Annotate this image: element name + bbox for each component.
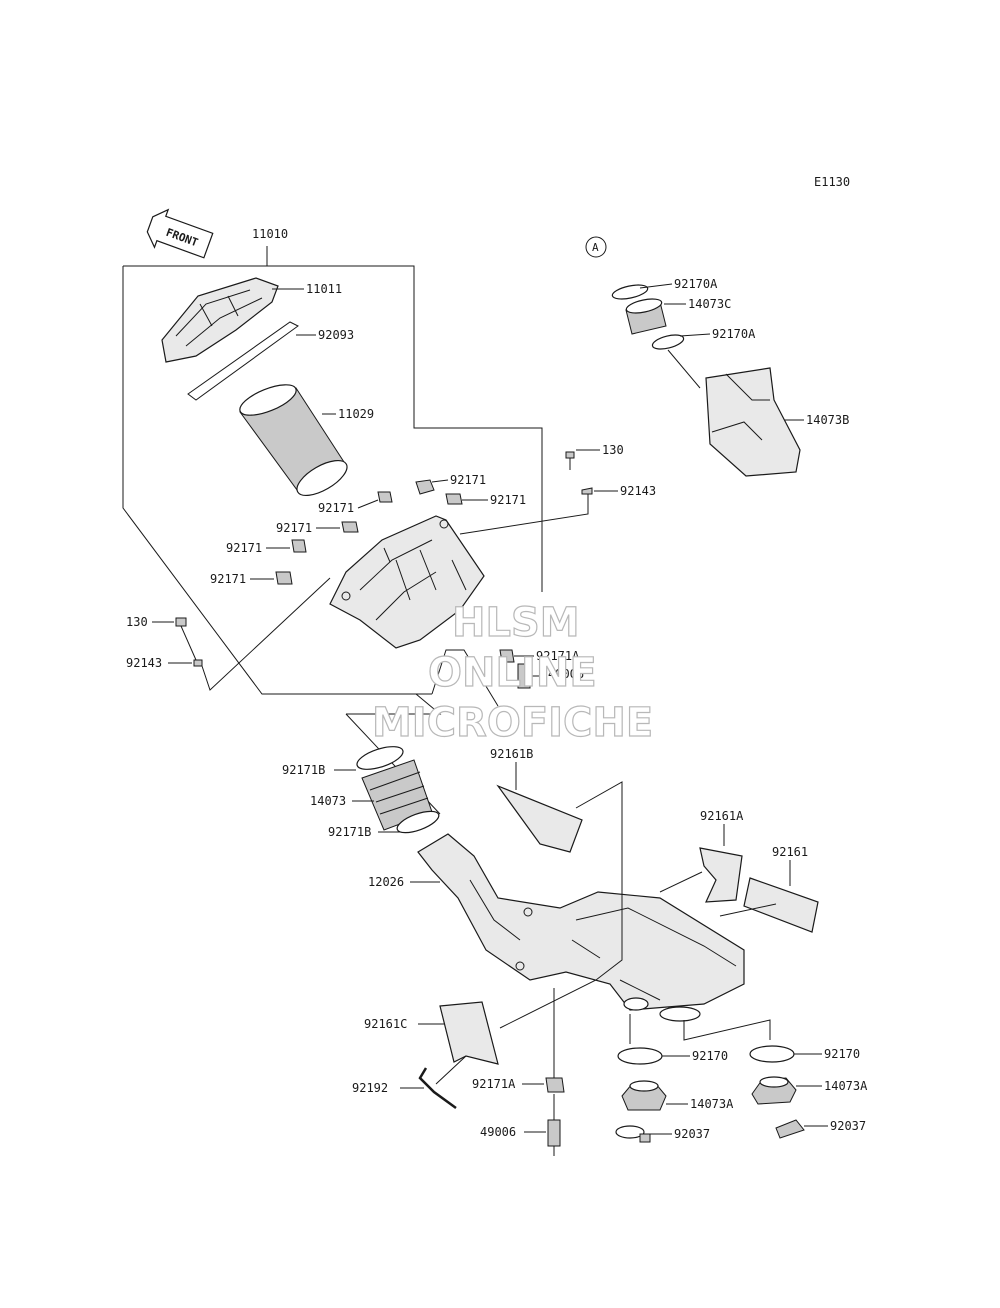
watermark-line-1: HLSM (452, 600, 580, 646)
part-label-92161b: 92161B (490, 747, 533, 761)
clip-parts-92171 (275, 479, 463, 585)
clamp-92170a-lower (651, 334, 685, 350)
part-label-14073b: 14073B (806, 413, 849, 427)
clamp-92171b-lower (396, 810, 440, 834)
part-label-92161c: 92161C (364, 1017, 407, 1031)
part-label-92171-e: 92171 (226, 541, 262, 555)
pad-92161 (743, 877, 819, 933)
part-label-14073c: 14073C (688, 297, 731, 311)
part-label-11011: 11011 (306, 282, 342, 296)
washer-92143-left (193, 659, 203, 667)
air-cleaner-housing-part (329, 515, 485, 649)
clip-92171a-top (499, 649, 515, 663)
watermark-line-2: ONLINE (428, 650, 597, 696)
part-label-12026: 12026 (368, 875, 404, 889)
part-label-49006-bottom: 49006 (480, 1125, 516, 1139)
part-label-92170-1: 92170 (692, 1049, 728, 1063)
part-label-130-right: 130 (602, 443, 624, 457)
washer-92143-right (581, 487, 593, 495)
part-label-92171a-bottom: 92171A (472, 1077, 516, 1091)
part-label-14073a-1: 14073A (690, 1097, 734, 1111)
watermark-line-3: MICROFICHE (372, 700, 653, 746)
clamp-92170-left (617, 1047, 663, 1065)
part-label-92170-2: 92170 (824, 1047, 860, 1061)
part-label-92171-b: 92171 (490, 493, 526, 507)
duct-14073c (625, 298, 667, 335)
pad-92161b (496, 784, 583, 853)
reference-marker-a-label: A (592, 241, 599, 254)
clamp-92171b-upper (356, 746, 404, 770)
part-label-92171-c: 92171 (318, 501, 354, 515)
part-label-14073: 14073 (310, 794, 346, 808)
part-label-92170a-2: 92170A (712, 327, 756, 341)
duct-14073b (705, 367, 801, 477)
clamp-92170-right (749, 1045, 795, 1063)
part-label-92161a: 92161A (700, 809, 744, 823)
part-label-92037-2: 92037 (830, 1119, 866, 1133)
pad-92161c (439, 1001, 499, 1065)
duct-14073a-right (751, 1076, 797, 1105)
watermark: HLSM ONLINE MICROFICHE (371, 599, 653, 746)
clamp-92170a-upper (611, 284, 649, 300)
part-label-92171a-top: 92171A (536, 649, 580, 663)
assembly-bracket-11010 (122, 246, 543, 695)
part-label-92093: 92093 (318, 328, 354, 342)
part-label-92171-f: 92171 (210, 572, 246, 586)
part-label-92170a-1: 92170A (674, 277, 718, 291)
part-label-11010: 11010 (252, 227, 288, 241)
intake-duct-12026 (417, 833, 745, 1022)
front-arrow-icon: FRONT (146, 208, 214, 259)
part-label-92143-right: 92143 (620, 484, 656, 498)
part-label-92143-left: 92143 (126, 656, 162, 670)
gasket-part (187, 321, 299, 401)
part-label-130-left: 130 (126, 615, 148, 629)
clip-92171a-bottom (545, 1077, 565, 1093)
clamp-92037-right (775, 1119, 805, 1139)
part-label-92192: 92192 (352, 1081, 388, 1095)
bolt-130-left (175, 617, 187, 627)
part-label-92161: 92161 (772, 845, 808, 859)
part-label-11029: 11029 (338, 407, 374, 421)
duct-14073a-left (621, 1080, 667, 1111)
part-label-49006-top: 49006 (548, 667, 584, 681)
reference-marker-a: A (585, 236, 607, 258)
part-label-92037-1: 92037 (674, 1127, 710, 1141)
filter-element-part (239, 384, 348, 497)
part-label-14073a-2: 14073A (824, 1079, 868, 1093)
pin-49006-bottom (547, 1119, 561, 1147)
bolt-130-right (565, 451, 575, 459)
diagram-code: E1130 (814, 175, 850, 189)
part-label-92171b-2: 92171B (328, 825, 371, 839)
rod-92192 (418, 1067, 457, 1110)
part-label-92171-a: 92171 (450, 473, 486, 487)
part-label-92171b-1: 92171B (282, 763, 325, 777)
pad-92161a (699, 847, 743, 903)
air-cleaner-cover-part (161, 277, 279, 363)
part-label-92171-d: 92171 (276, 521, 312, 535)
clamp-92037-left (615, 1125, 651, 1143)
pin-49006-top (517, 663, 531, 689)
